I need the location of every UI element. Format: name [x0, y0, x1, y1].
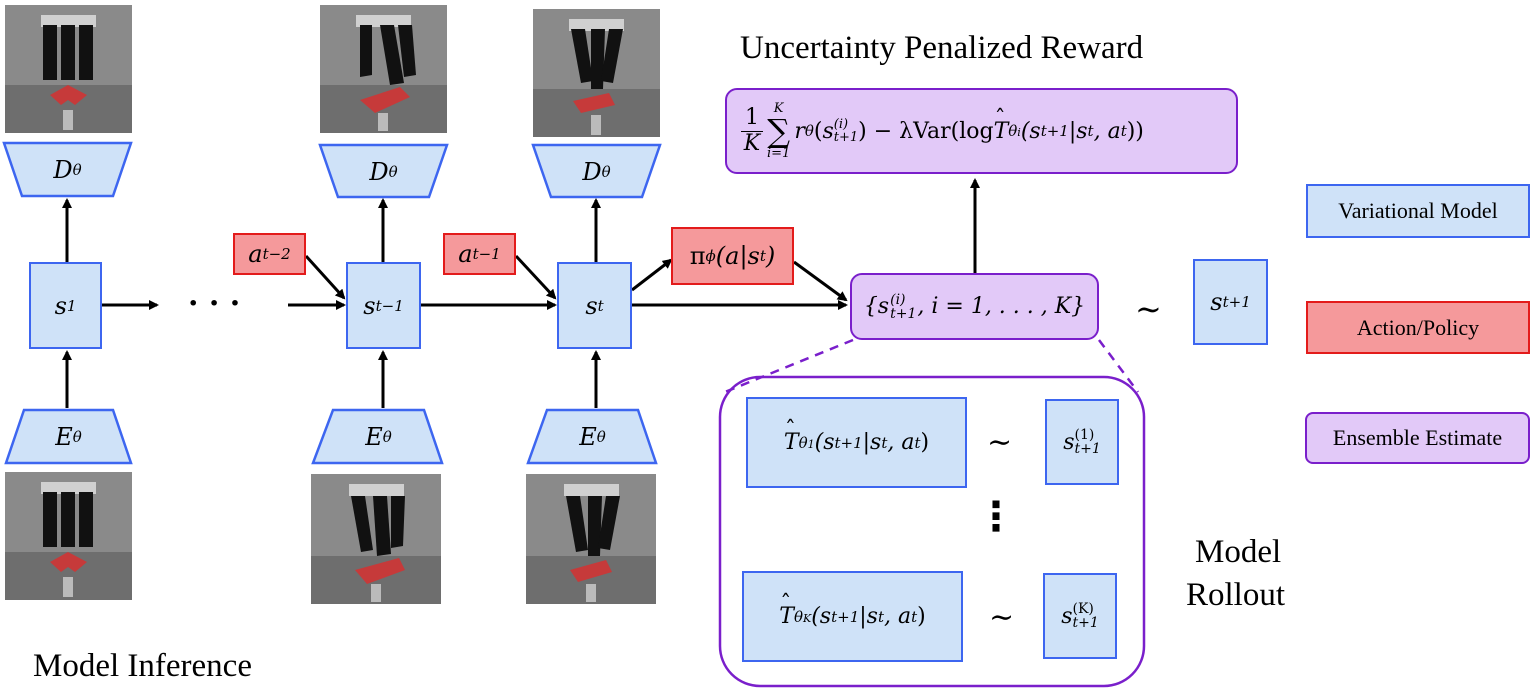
- robot-image-top-3: [533, 9, 660, 137]
- sample-state-1: s(1)t+1: [1045, 399, 1119, 485]
- legend-ensemble-estimate: Ensemble Estimate: [1305, 412, 1530, 464]
- robot-image-top-1: [5, 5, 132, 133]
- tilde-sample-1: ∼: [987, 425, 1013, 460]
- ensemble-set-box: {s(i)t+1, i = 1, . . . , K}: [850, 273, 1099, 340]
- model-rollout-title-line1: Model: [1195, 534, 1282, 570]
- reward-title: Uncertainty Penalized Reward: [740, 30, 1144, 66]
- model-rollout-title-line2: Rollout: [1186, 577, 1286, 613]
- decoder-shape-3: [531, 143, 662, 199]
- rollout-vdots: ⋮: [976, 494, 1016, 540]
- robot-image-top-2: [320, 5, 447, 133]
- sample-state-k: s(K)t+1: [1043, 573, 1117, 659]
- tilde-sample-k: ∼: [989, 600, 1015, 635]
- decoder-shape-1: [2, 141, 133, 198]
- legend-variational-model: Variational Model: [1306, 184, 1530, 238]
- robot-image-bottom-2: [311, 474, 441, 604]
- decoder-shape-2: [318, 143, 449, 199]
- rollout-container: [718, 375, 1146, 688]
- encoder-shape-1: [4, 408, 133, 465]
- chain-ellipsis: · · ·: [188, 286, 241, 321]
- model-inference-title: Model Inference: [33, 648, 252, 684]
- robot-image-bottom-3: [526, 474, 656, 604]
- tilde-symbol: ∼: [1135, 290, 1162, 328]
- encoder-shape-3: [526, 408, 658, 465]
- legend-action-policy: Action/Policy: [1306, 301, 1530, 354]
- encoder-shape-2: [311, 408, 444, 465]
- robot-image-bottom-1: [5, 472, 132, 600]
